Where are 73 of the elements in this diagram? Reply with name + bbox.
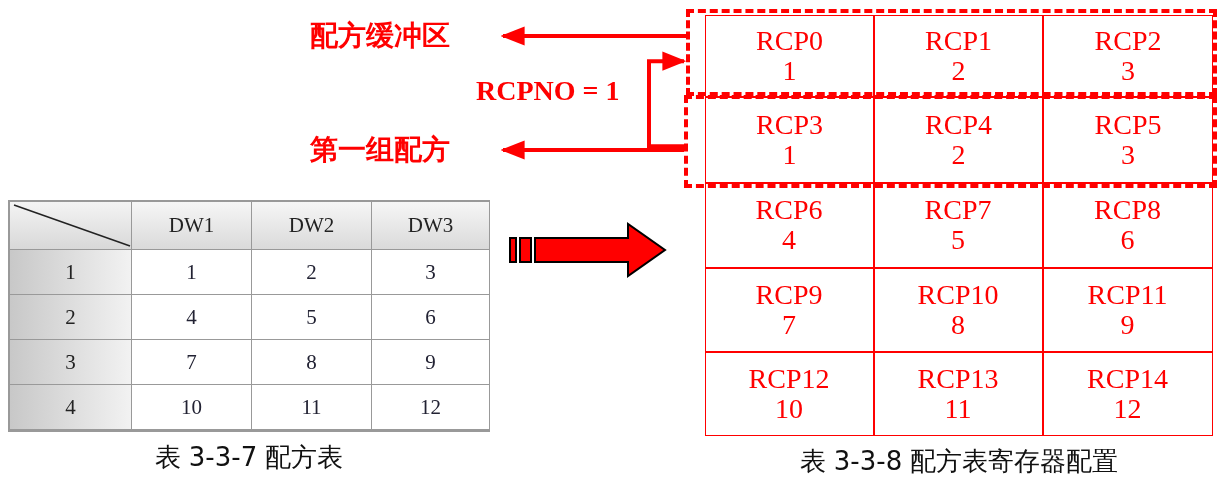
- table-cell: 3: [372, 250, 490, 295]
- table-cell: 2: [252, 250, 372, 295]
- dashed-group-box: [686, 9, 1217, 96]
- register-cell: [705, 15, 874, 97]
- register-name: RCP8: [1094, 195, 1161, 225]
- register-name: RCP9: [755, 279, 823, 310]
- register-cell: [874, 15, 1043, 97]
- table-cell: 1: [132, 250, 252, 295]
- register-value: 6: [1120, 225, 1135, 255]
- register-name: RCP14: [1087, 363, 1168, 394]
- arrow: [500, 26, 686, 46]
- table-cell: 12: [372, 385, 490, 430]
- register-value: 1: [782, 140, 797, 170]
- table-cell: 6: [372, 295, 490, 340]
- register-value: 2: [951, 56, 966, 86]
- row-number-cell: 1: [10, 250, 132, 295]
- table-cell: 5: [252, 295, 372, 340]
- register-name: RCP11: [1087, 279, 1168, 310]
- callout-text: 第一组配方: [310, 130, 495, 170]
- register-name: RCP13: [917, 363, 999, 394]
- register-cell: [1043, 97, 1213, 183]
- register-cell: [874, 97, 1043, 183]
- register-value: 1: [782, 56, 797, 86]
- register-name: RCP10: [917, 279, 999, 310]
- register-cell: [704, 351, 874, 436]
- block-arrow: [509, 222, 667, 278]
- register-value: 10: [775, 393, 803, 424]
- register-value: 9: [1120, 309, 1135, 340]
- table-cell: 11: [252, 385, 372, 430]
- register-value: 3: [1121, 56, 1135, 86]
- recipe-table: [8, 200, 490, 432]
- table-caption: 表 3-3-7 配方表: [154, 441, 344, 474]
- register-cell: [705, 97, 874, 183]
- register-cell: [704, 182, 874, 268]
- register-name: RCP12: [748, 363, 830, 394]
- register-value: 7: [782, 309, 796, 340]
- register-value: 11: [944, 393, 972, 424]
- register-value: 2: [951, 140, 966, 170]
- register-name: RCP5: [1094, 110, 1162, 140]
- table-cell: 8: [252, 340, 372, 385]
- header-cell: DW1: [132, 202, 252, 250]
- table-caption: 表 3-3-8 配方表寄存器配置: [799, 445, 1119, 478]
- header-cell: DW3: [372, 202, 490, 250]
- row-number-cell: 4: [10, 385, 132, 430]
- register-cell: [873, 351, 1043, 436]
- register-cell: [704, 267, 874, 352]
- register-cell: [1042, 182, 1213, 268]
- register-name: RCP7: [924, 195, 992, 225]
- header-cell: DW2: [252, 202, 372, 250]
- register-value: 4: [782, 225, 796, 255]
- bracket-arrow: [647, 51, 687, 149]
- register-name: RCP0: [756, 26, 823, 56]
- callout-text: 配方缓冲区: [310, 16, 495, 56]
- register-name: RCP6: [755, 195, 823, 225]
- row-number-cell: 2: [10, 295, 132, 340]
- table-cell: 7: [132, 340, 252, 385]
- register-value: 8: [951, 309, 965, 340]
- register-value: 12: [1113, 393, 1142, 424]
- register-cell: [1042, 351, 1213, 436]
- register-cell: [873, 267, 1043, 352]
- row-number-cell: 3: [10, 340, 132, 385]
- table-cell: 4: [132, 295, 252, 340]
- register-cell: [873, 182, 1043, 268]
- table-cell: 10: [132, 385, 252, 430]
- register-value: 3: [1121, 140, 1135, 170]
- register-name: RCP3: [756, 110, 823, 140]
- register-name: RCP4: [925, 110, 992, 140]
- register-cell: [1042, 267, 1213, 352]
- register-name: RCP2: [1094, 26, 1162, 56]
- register-value: 5: [951, 225, 965, 255]
- table-cell: 9: [372, 340, 490, 385]
- register-name: RCP1: [925, 26, 992, 56]
- arrow: [500, 140, 684, 160]
